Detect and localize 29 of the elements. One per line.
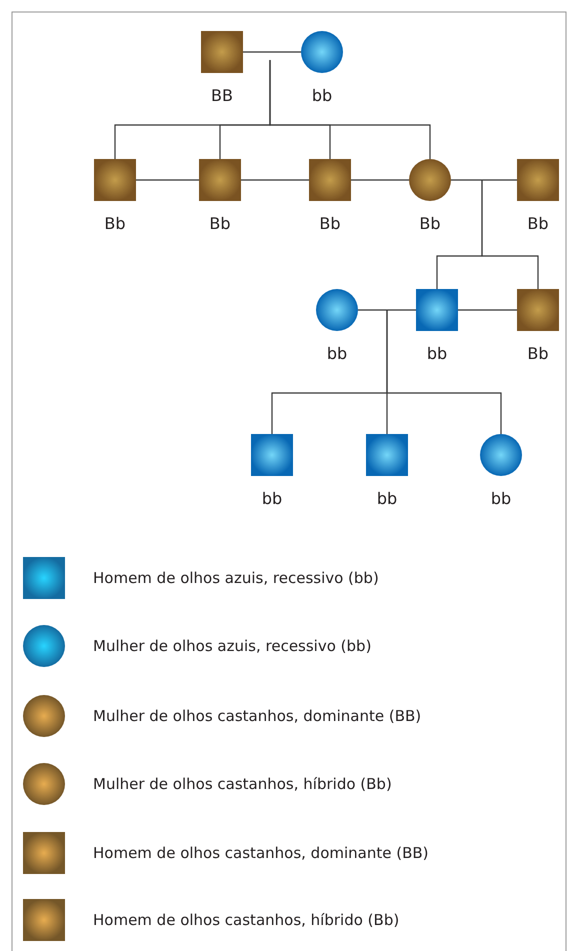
pedigree-line: [451, 179, 517, 181]
genotype-label: Bb: [103, 215, 127, 233]
pedigree-line: [386, 310, 502, 434]
pedigree-line: [269, 60, 431, 159]
pedigree-line: [458, 309, 517, 311]
genotype-label: bb: [326, 345, 348, 363]
genotype-label: Bb: [526, 345, 550, 363]
pedigree-line: [241, 179, 309, 181]
genotype-label: Bb: [318, 215, 342, 233]
pedigree-line: [243, 51, 301, 53]
genotype-label: BB: [210, 87, 234, 105]
legend-label: Mulher de olhos castanhos, híbrido (Bb): [93, 775, 392, 793]
genotype-label: bb: [376, 490, 398, 508]
genotype-label: Bb: [418, 215, 442, 233]
genotype-label: Bb: [208, 215, 232, 233]
legend-label: Mulher de olhos azuis, recessivo (bb): [93, 637, 372, 655]
pedigree-line: [351, 179, 409, 181]
genotype-label: bb: [490, 490, 512, 508]
genotype-label: Bb: [526, 215, 550, 233]
legend-label: Homem de olhos azuis, recessivo (bb): [93, 569, 379, 587]
legend-label: Mulher de olhos castanhos, dominante (BB): [93, 707, 422, 725]
pedigree-line: [136, 179, 199, 181]
genotype-label: bb: [260, 490, 284, 508]
genotype-label: bb: [426, 345, 448, 363]
legend-label: Homem de olhos castanhos, dominante (BB): [93, 844, 429, 862]
pedigree-line: [481, 180, 539, 289]
legend-label: Homem de olhos castanhos, híbrido (Bb): [93, 911, 400, 929]
pedigree-line: [358, 309, 416, 311]
genotype-label: bb: [310, 87, 334, 105]
